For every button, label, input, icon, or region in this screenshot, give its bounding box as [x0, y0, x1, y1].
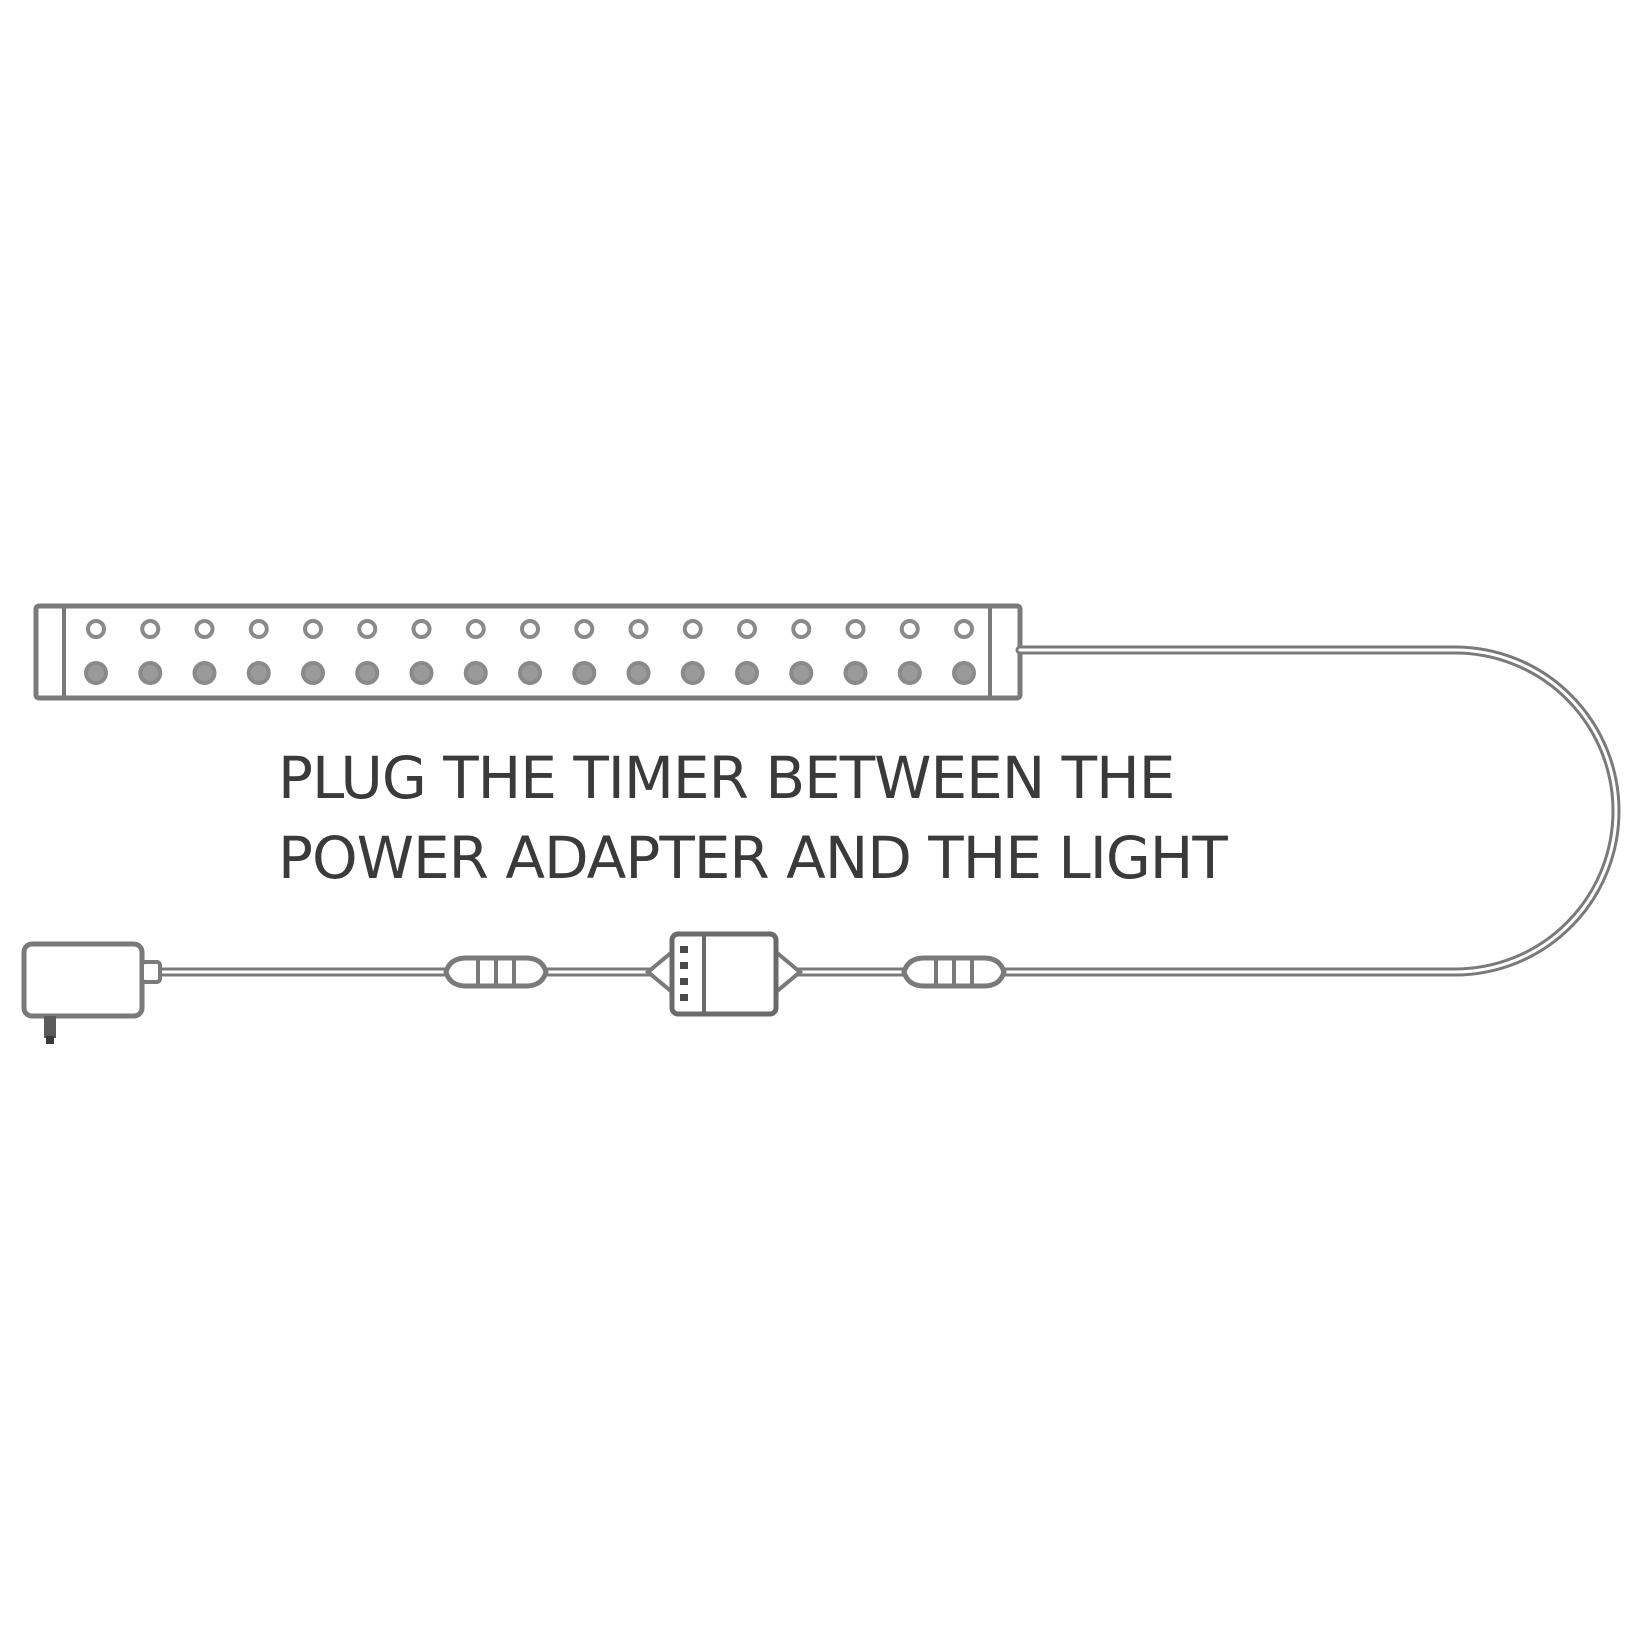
led-icon: [897, 661, 922, 685]
led-icon: [248, 619, 269, 639]
led-icon: [680, 661, 705, 685]
led-icon: [140, 619, 161, 639]
led-icon: [574, 619, 595, 639]
power-adapter-icon: [21, 941, 162, 1044]
light-bar-icon: [33, 603, 1023, 701]
inline-connector-icon: [901, 955, 1007, 989]
led-icon: [355, 661, 380, 685]
led-icon: [192, 661, 217, 685]
led-icon: [138, 661, 163, 685]
led-row-bottom: [84, 661, 976, 685]
inline-connector-icon: [443, 955, 549, 989]
led-icon: [682, 619, 703, 639]
led-icon: [246, 661, 271, 685]
led-icon: [518, 661, 542, 685]
led-icon: [791, 619, 812, 639]
led-icon: [626, 661, 651, 685]
led-icon: [628, 619, 649, 639]
led-icon: [520, 619, 540, 639]
led-row-top: [86, 619, 974, 639]
led-icon: [86, 619, 106, 639]
led-icon: [954, 619, 974, 639]
led-icon: [845, 619, 866, 639]
led-icon: [843, 661, 868, 685]
led-icon: [737, 619, 757, 639]
instruction-line-2: POWER ADAPTER AND THE LIGHT: [278, 824, 1228, 892]
led-icon: [463, 661, 488, 685]
led-icon: [84, 661, 108, 685]
led-icon: [357, 619, 378, 639]
led-icon: [194, 619, 215, 639]
led-icon: [465, 619, 486, 639]
led-icon: [952, 661, 976, 685]
led-icon: [301, 661, 325, 685]
led-icon: [411, 619, 432, 639]
led-icon: [572, 661, 597, 685]
led-icon: [899, 619, 920, 639]
instruction-text: PLUG THE TIMER BETWEEN THE POWER ADAPTER…: [278, 738, 1228, 898]
led-icon: [409, 661, 434, 685]
instruction-line-1: PLUG THE TIMER BETWEEN THE: [278, 744, 1175, 812]
led-icon: [789, 661, 814, 685]
led-icon: [303, 619, 323, 639]
led-icon: [735, 661, 759, 685]
timer-icon: [644, 931, 804, 1017]
